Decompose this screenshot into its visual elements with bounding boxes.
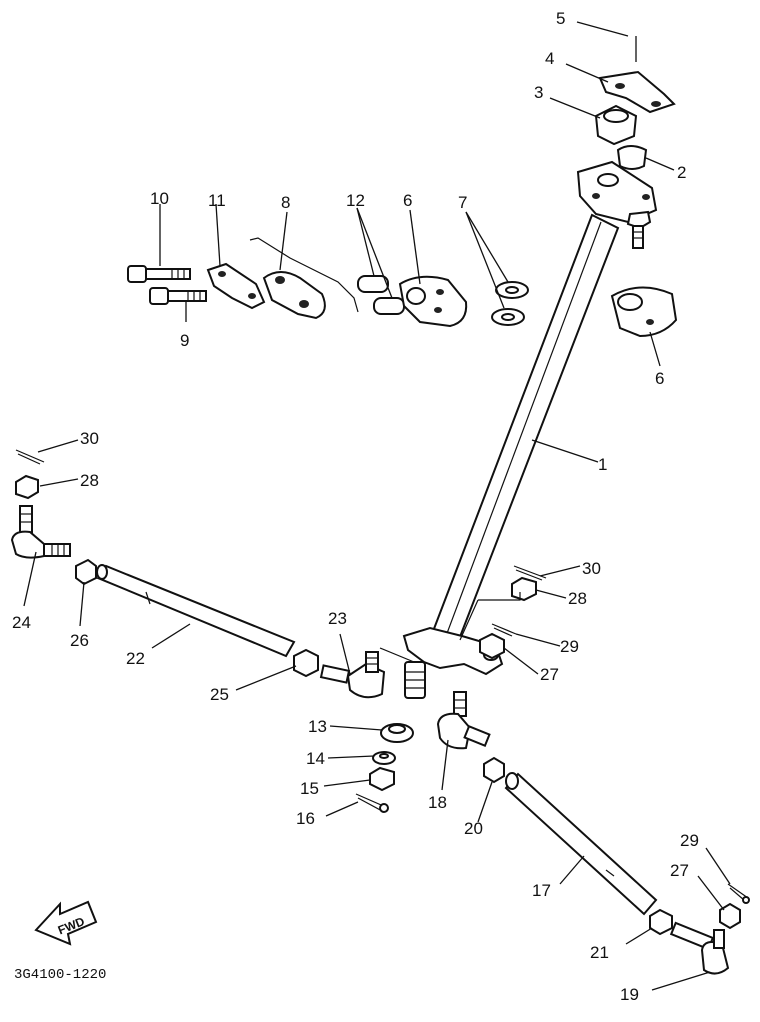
washer-13	[380, 723, 414, 743]
steering-column-shaft	[402, 160, 658, 699]
callout-30-left: 30	[80, 429, 99, 448]
lock-washer-11	[206, 262, 266, 310]
callout-20: 20	[464, 819, 483, 838]
callout-16: 16	[296, 809, 315, 828]
callout-29-lower: 29	[680, 831, 699, 850]
lower-holder-left	[398, 275, 468, 328]
callout-19: 19	[620, 985, 639, 1004]
castle-nut-27-upper	[479, 632, 505, 660]
callout-24: 24	[12, 613, 31, 632]
callout-14: 14	[306, 749, 325, 768]
locknut-25	[293, 648, 319, 678]
castle-nut-15	[369, 766, 395, 792]
callout-2: 2	[677, 163, 686, 182]
tie-rod-end-19	[669, 921, 730, 975]
cotter-pin-left	[15, 449, 45, 465]
callout-10: 10	[150, 189, 169, 208]
callout-8: 8	[281, 193, 290, 212]
bolt-10	[127, 265, 191, 283]
tie-rod-end-left	[10, 505, 71, 559]
castle-nut-right-upper	[459, 576, 537, 641]
callout-17: 17	[532, 881, 551, 900]
callout-28-right: 28	[568, 589, 587, 608]
callout-6-right: 6	[655, 369, 664, 388]
callout-23: 23	[328, 609, 347, 628]
callout-26: 26	[70, 631, 89, 650]
locknut-26	[75, 558, 97, 586]
drawing-code: 3G4100-1220	[14, 967, 106, 983]
callout-21: 21	[590, 943, 609, 962]
callout-29-upper: 29	[560, 637, 579, 656]
callout-22: 22	[126, 649, 145, 668]
locknut-20	[483, 756, 505, 784]
lower-holder-right	[610, 286, 678, 338]
column-bushing	[594, 104, 638, 146]
leader-lines	[23, 21, 731, 991]
tie-rod-end-23	[319, 651, 386, 699]
callout-7: 7	[458, 193, 467, 212]
callout-6-left: 6	[403, 191, 412, 210]
bolt-9	[149, 287, 207, 305]
arm-link-line	[379, 647, 415, 663]
callout-15: 15	[300, 779, 319, 798]
callout-27-lower: 27	[670, 861, 689, 880]
nuts-7	[491, 281, 529, 326]
callout-28-left: 28	[80, 471, 99, 490]
lock-plate	[598, 70, 676, 114]
cotter-pin-29-lower	[727, 883, 750, 904]
callout-9: 9	[180, 331, 189, 350]
callout-3: 3	[534, 83, 543, 102]
callout-4: 4	[545, 49, 554, 68]
callout-25: 25	[210, 685, 229, 704]
callout-1: 1	[598, 455, 607, 474]
callout-12: 12	[346, 191, 365, 210]
callout-13: 13	[308, 717, 327, 736]
washer-14	[372, 751, 396, 765]
bracket-8	[249, 237, 359, 320]
tie-rod-right	[504, 772, 658, 916]
callout-11: 11	[208, 191, 226, 210]
callout-18: 18	[428, 793, 447, 812]
tie-rod-left	[96, 564, 296, 658]
locknut-21	[649, 908, 673, 936]
cotter-pin-29-upper	[491, 623, 517, 637]
callout-30-right: 30	[582, 559, 601, 578]
cotter-pin-16	[355, 793, 389, 813]
fwd-arrow: FWD	[34, 900, 98, 946]
cotter-pin-right-upper	[513, 565, 547, 581]
castle-nut-left	[15, 474, 39, 500]
cap	[616, 145, 648, 170]
callout-numbers: 1 2 3 4 5 6 6 7 8 9 10 11 12 13 14 15 16…	[12, 9, 699, 1004]
collars-12	[357, 275, 405, 315]
callout-27-upper: 27	[540, 665, 559, 684]
top-bolt	[626, 210, 652, 249]
castle-nut-27-lower	[719, 902, 741, 930]
tie-rod-end-18	[436, 691, 491, 750]
callout-5: 5	[556, 9, 565, 28]
